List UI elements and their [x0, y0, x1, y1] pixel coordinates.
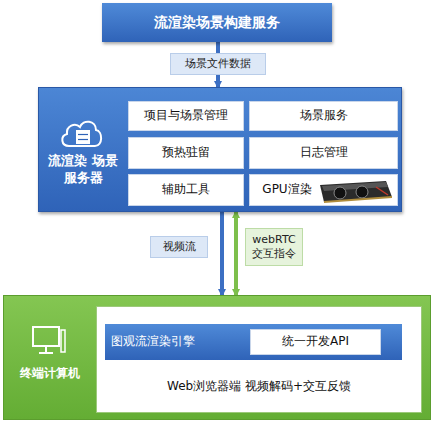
- function-cell: 场景服务: [249, 101, 398, 131]
- service-box: 流渲染场景构建服务: [102, 3, 332, 42]
- flow-arrow: [220, 212, 224, 295]
- node-label: 日志管理: [250, 138, 397, 168]
- node-label: Web浏览器端 视频解码+交互反馈: [97, 375, 421, 399]
- edge-label: webRTC 交互指令: [245, 228, 303, 266]
- node-label: 项目与场景管理: [129, 102, 243, 130]
- computer-icon: [32, 326, 66, 356]
- function-cell: 项目与场景管理: [128, 101, 244, 131]
- engine-bar: 图观流渲染引擎 统一开发API: [105, 324, 402, 360]
- edge-label: 视频流: [150, 236, 208, 258]
- function-cell: 辅助工具: [128, 174, 244, 206]
- server-box: 流渲染 场景服务器项目与场景管理场景服务预热驻留日志管理辅助工具 GPU渲染: [38, 87, 402, 212]
- terminal-box: 终端计算机Web浏览器端 视频解码+交互反馈 图观流渲染引擎 统一开发API: [3, 295, 431, 420]
- function-cell: 预热驻留: [128, 137, 244, 169]
- browser-box: Web浏览器端 视频解码+交互反馈 图观流渲染引擎 统一开发API: [96, 306, 422, 413]
- node-label: 辅助工具: [129, 175, 243, 205]
- gpu-card-image: [318, 179, 394, 203]
- node-label: GPU渲染: [256, 175, 318, 205]
- cloud-server-icon: [59, 116, 103, 150]
- edge-label: 场景文件数据: [170, 53, 266, 75]
- api-box: 统一开发API: [250, 329, 381, 355]
- node-label: 流渲染场景构建服务: [102, 3, 332, 42]
- node-label: 预热驻留: [129, 138, 243, 168]
- node-label: 终端计算机: [6, 364, 94, 384]
- flow-arrow: [234, 212, 238, 295]
- node-label: 图观流渲染引擎: [111, 324, 221, 360]
- node-label: 流渲染 场景服务器: [45, 150, 121, 190]
- node-label: 场景服务: [250, 102, 397, 130]
- function-cell: 日志管理: [249, 137, 398, 169]
- node-label: 统一开发API: [251, 330, 380, 354]
- function-cell: GPU渲染: [249, 174, 398, 206]
